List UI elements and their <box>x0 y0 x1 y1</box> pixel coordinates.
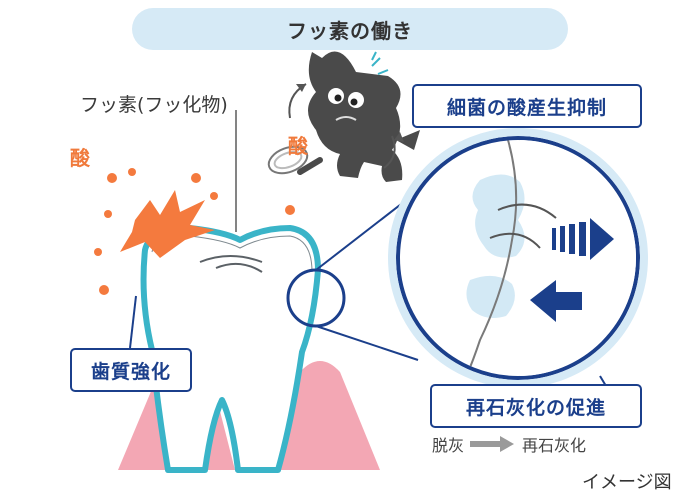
image-note: イメージ図 <box>582 468 672 494</box>
callout-remineralization: 再石灰化の促進 <box>430 384 642 428</box>
acid-label-germ: 酸 <box>288 130 308 159</box>
acid-label-left: 酸 <box>70 142 90 171</box>
callout-enamel-strengthening: 歯質強化 <box>70 348 192 392</box>
callout-bacteria-acid-suppression: 細菌の酸産生抑制 <box>412 84 642 128</box>
legend-from: 脱灰 <box>432 432 464 456</box>
legend-to: 再石灰化 <box>522 432 586 456</box>
legend: 脱灰 再石灰化 <box>432 432 586 456</box>
page-title: フッ素の働き <box>132 8 568 50</box>
enamel-pointer <box>130 296 136 348</box>
germ-character <box>308 52 420 182</box>
arrow-right-icon <box>470 435 516 453</box>
magnified-view <box>392 130 660 390</box>
rotate-arrow-left <box>289 84 306 118</box>
fluoride-label: フッ素(フッ化物) <box>80 90 228 117</box>
